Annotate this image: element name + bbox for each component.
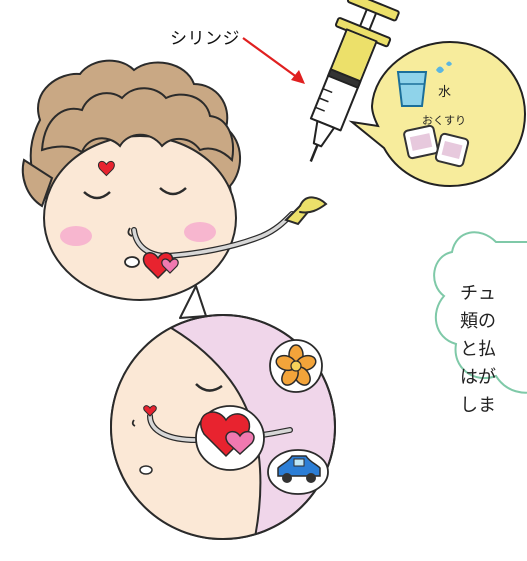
syringe-icon <box>309 0 400 162</box>
note-line: 頬の <box>460 311 496 332</box>
note-line: しま <box>460 395 496 416</box>
medicine-label: おくすり <box>422 114 466 127</box>
note-cloud <box>433 231 527 394</box>
heart-sticker <box>97 160 179 280</box>
flower-sticker-icon <box>269 339 323 393</box>
syringe-label-arrow <box>242 37 305 84</box>
water-label: 水 <box>438 85 451 100</box>
feeding-tube-icon <box>131 196 328 260</box>
note-line: チュ <box>460 283 496 304</box>
note-line: と払 <box>460 339 496 360</box>
water-cup-icon <box>396 61 452 107</box>
heart-sticker <box>195 405 265 471</box>
child-face-icon <box>21 59 242 301</box>
supplies-bubble <box>348 40 527 188</box>
note-text: チュ 頬の と払 はが しま <box>460 280 527 420</box>
medicine-packets-icon <box>403 124 470 168</box>
note-line: はが <box>460 367 496 388</box>
car-sticker-icon <box>267 449 329 495</box>
syringe-label: シリンジ <box>170 29 240 49</box>
